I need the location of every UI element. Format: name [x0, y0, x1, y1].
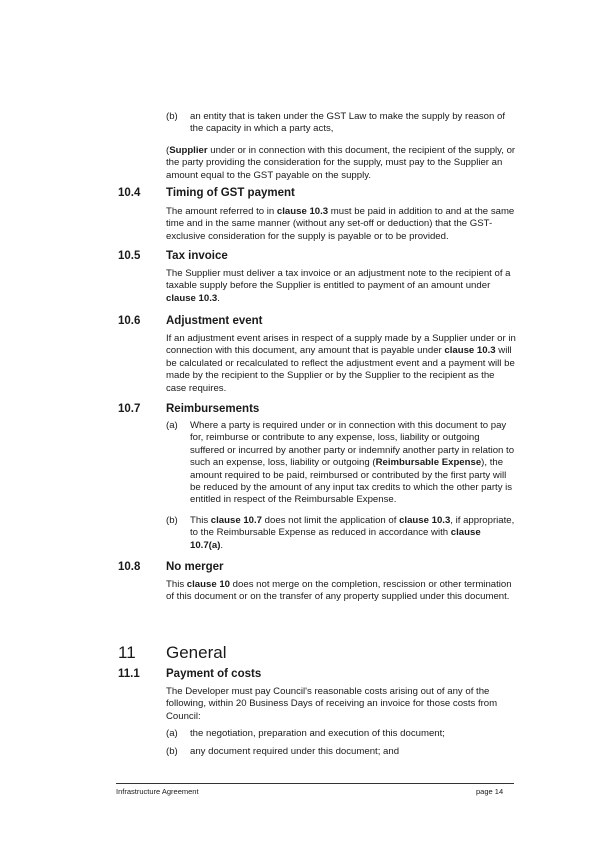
- section-10-5-title: Tax invoice: [166, 250, 228, 262]
- s10-5-t1: The Supplier must deliver a tax invoice …: [166, 268, 511, 292]
- section-11-1-b-text: any document required under this documen…: [190, 746, 400, 757]
- section-10-7-a-text: Where a party is required under or in co…: [190, 420, 516, 507]
- supplier-paragraph-text: under or in connection with this documen…: [166, 145, 516, 181]
- s10-6-ref: clause 10.3: [444, 345, 496, 357]
- s10-6-t1: If an adjustment event arises in respect…: [166, 333, 516, 357]
- section-10-7-b-label: (b): [166, 515, 178, 526]
- section-11-1-a-text: the negotiation, preparation and executi…: [190, 728, 445, 739]
- section-10-7-title: Reimbursements: [166, 403, 260, 415]
- s10-8-t2: does not merge on the completion, rescis…: [166, 579, 512, 603]
- section-11-1-text: The Developer must pay Council's reasona…: [166, 686, 498, 722]
- s10-8-t1: This: [166, 579, 187, 590]
- s10-6-t2: will be calculated or recalculated to re…: [166, 345, 515, 394]
- s10-7-b-t4: .: [220, 539, 224, 551]
- s10-7-a-t2: ), the amount required to be paid, reimb…: [190, 457, 513, 506]
- s10-7-b-ref2: clause 10.3: [399, 515, 451, 526]
- section-11-1-title: Payment of costs: [166, 668, 262, 680]
- s10-7-b-t1: This: [190, 515, 211, 526]
- item-b-text: an entity that is taken under the GST La…: [190, 111, 506, 135]
- section-11-number: 11: [118, 643, 136, 662]
- s10-7-a-bold: Reimbursable Expense: [375, 457, 482, 469]
- s10-7-b-t2: does not limit the application of: [262, 515, 400, 526]
- supplier-term: Supplier: [169, 145, 208, 156]
- section-10-4-number: 10.4: [118, 187, 141, 199]
- section-10-6-number: 10.6: [118, 315, 141, 327]
- s10-7-b-ref1: clause 10.7: [210, 515, 263, 526]
- s10-7-a-t1: Where a party is required under or in co…: [190, 420, 515, 469]
- s10-7-b-ref3: clause 10.7(a): [190, 527, 481, 551]
- section-11-1-number: 11.1: [118, 668, 140, 680]
- footer-document-title: Infrastructure Agreement: [116, 787, 199, 796]
- footer-page-number: page 14: [476, 787, 504, 796]
- footer-rule: [116, 783, 514, 784]
- s10-4-t2: must be paid in addition to and at the s…: [166, 206, 515, 242]
- section-10-7-number: 10.7: [118, 403, 141, 415]
- section-10-5-text: The Supplier must deliver a tax invoice …: [166, 268, 516, 305]
- s10-4-t1: The amount referred to in: [166, 206, 277, 217]
- s10-5-t2: .: [217, 292, 220, 304]
- s10-4-ref: clause 10.3: [276, 206, 329, 217]
- section-11-title: General: [166, 643, 227, 662]
- s10-8-ref: clause 10: [186, 579, 231, 590]
- section-11-1-a-label: (a): [166, 728, 178, 739]
- supplier-paragraph: (Supplier under or in connection with th…: [166, 145, 516, 181]
- s10-7-b-t3: , if appropriate, to the Reimbursable Ex…: [190, 515, 515, 539]
- section-10-6-title: Adjustment event: [166, 315, 263, 327]
- s10-5-ref: clause 10.3: [166, 292, 218, 304]
- section-10-7-b-text: This clause 10.7 does not limit the appl…: [190, 515, 516, 552]
- section-11-1-b-label: (b): [166, 746, 178, 757]
- section-10-4-title: Timing of GST payment: [166, 187, 295, 199]
- item-b-label: (b): [166, 111, 178, 122]
- section-10-8-text: This clause 10 does not merge on the com…: [166, 579, 516, 604]
- section-10-8-title: No merger: [166, 561, 224, 573]
- section-10-5-number: 10.5: [118, 250, 141, 262]
- section-10-7-a-label: (a): [166, 420, 178, 431]
- section-10-8-number: 10.8: [118, 561, 141, 573]
- section-10-4-text: The amount referred to in clause 10.3 mu…: [166, 206, 516, 243]
- section-10-6-text: If an adjustment event arises in respect…: [166, 333, 516, 395]
